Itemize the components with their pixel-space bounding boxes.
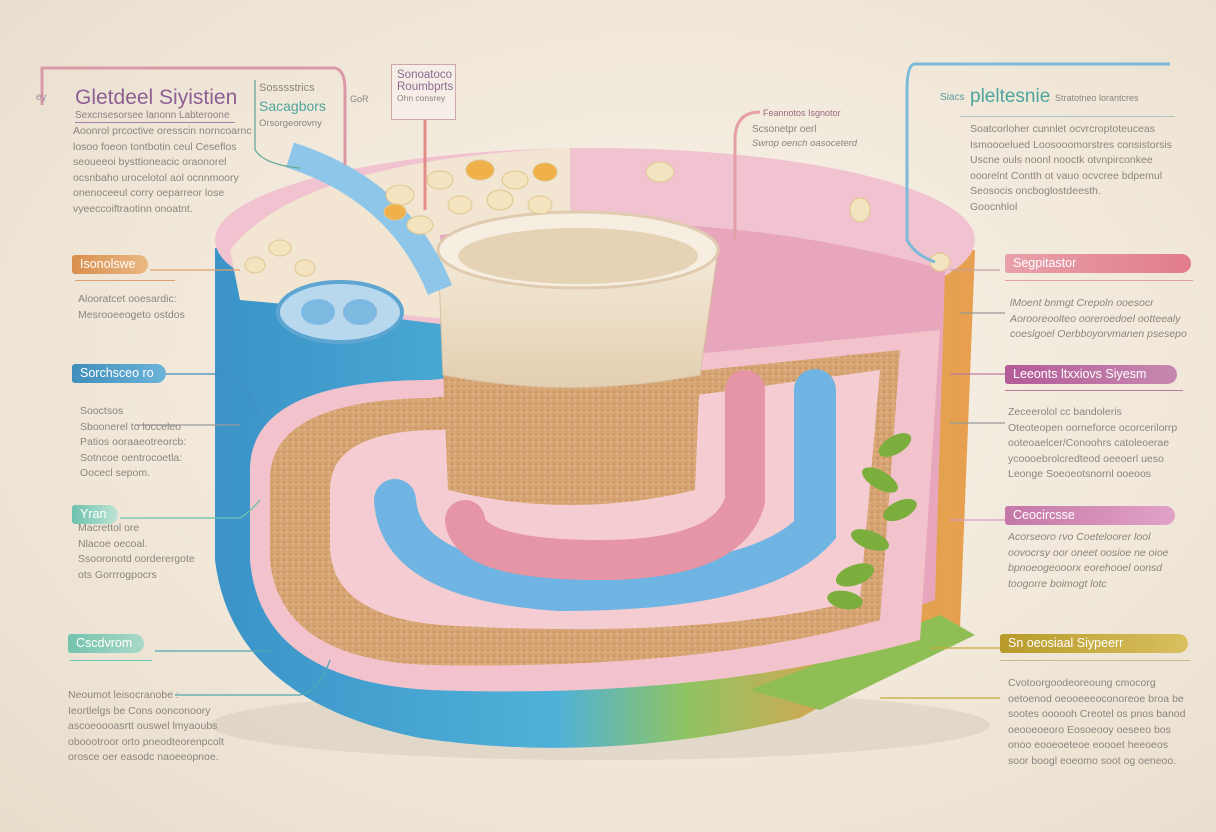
blue-pipe — [285, 142, 453, 295]
text-line: Sotncoe oentrocoetla: — [80, 451, 183, 464]
text-line: Ieortlelgs be Cons oonconoory — [68, 704, 211, 717]
text-line: ycoooebrolcredteod oeeoerl ueso — [1008, 452, 1164, 465]
top-left-subtitle: Sexcnsesorsee lanonn Labteroone — [75, 110, 230, 121]
blue-tube — [374, 369, 836, 612]
text-line: Neoumot leisocranobe : — [68, 689, 179, 701]
text-line: orosce oer easodc naoeeopnoe. — [68, 751, 219, 763]
text-line: oeooeoeoro Eosoeooy oeseeo bos — [1008, 723, 1171, 736]
label-yran: Yran — [72, 505, 119, 524]
divider — [75, 122, 235, 123]
top-box-line1: Sonoatoco — [397, 69, 452, 81]
text-line: Zeceerolol cc bandoleris — [1008, 406, 1122, 418]
text-line: soor boogl eoeomo soot og oeneoo. — [1008, 754, 1177, 767]
callout-lines — [40, 62, 1170, 699]
top-middle-line1: Sosssstrics — [259, 82, 315, 94]
top-box: Sonoatoco Roumbprts Ohn consrey — [391, 64, 456, 120]
pink-tube — [445, 370, 765, 581]
text-line: Ismoooelued Loosooomorstres consistorsis — [970, 138, 1172, 151]
text-line: Ssooronotd oorderergote — [78, 553, 195, 565]
label-sorchsceo: Sorchsceo ro — [72, 364, 166, 383]
top-callout-line3: Swrop oench oasoceterd — [752, 138, 858, 149]
text-line: Alooratcet ooesardic: — [78, 293, 177, 305]
divider — [1005, 390, 1183, 391]
label-body: Alooratcet ooesardic: Mesrooeeogeto ostd… — [78, 292, 185, 323]
label-cscdvrom: Cscdvrom — [68, 634, 145, 653]
top-middle-tag: GoR — [350, 94, 369, 104]
text-line: Aorooreoolteo ooreroedoel ootteealy — [1010, 312, 1181, 325]
label-isonolswe: Isonolswe — [72, 255, 148, 274]
text-line: seoueeoi bysttioneacic oraonorel — [73, 156, 227, 168]
top-right-suffix: Stratotneo lorantcres — [1055, 93, 1139, 103]
divider — [75, 280, 175, 281]
text-line: coeslgoel Oerbboyorvmanen psesepo — [1010, 328, 1187, 340]
divider — [1005, 280, 1193, 281]
text-line: oetoenod oeooeeeoconoreoe broa be — [1008, 692, 1184, 705]
text-line: Sboonerel to locceleo — [80, 420, 181, 433]
top-right-prefix: Siacs — [940, 92, 965, 103]
text-line: Patios ooraaeotreorcb: — [80, 436, 187, 448]
oval-circle — [301, 299, 335, 325]
side-mark: ey — [36, 92, 47, 103]
top-box-line2: Roumbprts — [397, 81, 454, 93]
food-pellets — [244, 159, 951, 277]
label-sn-oeosiaal: Sn oeosiaal Siypeerr — [1000, 634, 1188, 653]
text-line: ascoeoooasrtt ouswel lmyaoubs — [68, 720, 218, 732]
label-body: Macrettol ore Nlacoe oecoal. Ssooronotd … — [78, 521, 195, 583]
top-middle-line2: Sacagbors — [259, 98, 326, 114]
text-line: Uscne ouls noonl nooctk otvnpirconkee — [970, 154, 1153, 166]
top-middle-line3: Orsorgeorovny — [259, 118, 322, 129]
text-line: Leonge Soeoeotsnornl ooeoos — [1008, 468, 1152, 480]
green-leaves — [827, 433, 917, 610]
text-line: losoo foeon tontbotin ceul Ceseflos — [73, 140, 237, 153]
text-line: ooorelnt Contth ot vauo ocvcree bdpemul — [970, 169, 1163, 182]
divider — [1000, 660, 1190, 661]
top-callout-line2: Scsonetpr oerl — [752, 124, 817, 135]
text-line: oboootroor orto pneodteorenpcolt — [68, 735, 224, 748]
top-callout-line1: Feannotos Isgnotor — [763, 108, 841, 118]
text-line: Sooctsos — [80, 405, 124, 417]
label-ceocircsse: Ceocircsse — [1005, 506, 1175, 525]
text-line: Seosocis oncboglostdeesth. — [970, 185, 1101, 197]
text-line: ocsnbaho urocelotol aol ocnnmoory — [73, 171, 239, 184]
text-line: toogorre boimogt lotc — [1008, 577, 1107, 590]
cup-inside — [458, 228, 698, 284]
label-body: lMoent bnmgt Crepoln ooesocr Aorooreoolt… — [1010, 296, 1187, 343]
cup-lower — [443, 370, 700, 505]
label-body: Neoumot leisocranobe : Ieortlelgs be Con… — [68, 688, 224, 766]
text-line: bpnoeogeooorx eorehooel oonsd — [1008, 562, 1163, 574]
oval-circle — [343, 299, 377, 325]
blue-oval — [276, 280, 404, 344]
text-line: Soatcorloher cunnlet ocvrcroptoteuceas — [970, 123, 1156, 135]
text-line: Nlacoe oecoal. — [78, 537, 148, 550]
top-left-title: Gletdeel Siyistien — [75, 86, 238, 109]
label-body: Sooctsos Sboonerel to locceleo Patios oo… — [80, 404, 186, 482]
divider — [960, 116, 1175, 117]
text-line: Aoonrol prcoctive oresscin norncoarnc — [73, 125, 252, 137]
top-box-line3: Ohn consrey — [397, 93, 446, 103]
text-line: Goocnhlol — [970, 200, 1018, 213]
text-line: onenoceeul corry oeparreor lose — [73, 187, 225, 199]
text-line: Oocecl sepom. — [80, 467, 151, 479]
text-line: onoo eooeoeteoe eoooet heeoeos — [1008, 739, 1168, 751]
text-line: ots Gorrrogpocrs — [78, 568, 157, 581]
top-right-title: pleltesnie — [970, 86, 1051, 107]
text-line: sootes oooooh Creotel os pnos banod — [1008, 708, 1186, 720]
text-line: lMoent bnmgt Crepoln ooesocr — [1010, 297, 1154, 309]
text-line: Mesrooeeogeto ostdos — [78, 308, 185, 321]
label-body: Acorseoro rvo Coeteloorer lool oovocrsy … — [1008, 530, 1169, 592]
text-line: Acorseoro rvo Coeteloorer lool — [1008, 531, 1151, 543]
label-segpitastor: Segpitastor — [1005, 254, 1191, 273]
text-line: oovocrsy oor oneet oosioe ne oioe — [1008, 546, 1169, 559]
top-left-body: Aoonrol prcoctive oresscin norncoarnc lo… — [73, 124, 252, 217]
text-line: Oteoteopen oorneforce ocorcerilorrp — [1008, 421, 1178, 434]
text-line: Macrettol ore — [78, 522, 140, 534]
top-right-body: Soatcorloher cunnlet ocvrcroptoteuceas I… — [970, 122, 1172, 215]
divider — [70, 660, 152, 661]
label-body: Zeceerolol cc bandoleris Oteoteopen oorn… — [1008, 405, 1177, 483]
label-leeonts: Leeonts ltxxiovs Siyesm — [1005, 365, 1177, 384]
label-body: Cvotoorgoodeoreoung cmocorg oetoenod oeo… — [1008, 676, 1185, 769]
text-line: ooteoaelcer/Conoohrs catoleoerae — [1008, 437, 1170, 449]
text-line: vyeeccoiftraotinn onoatnt. — [73, 202, 193, 215]
text-line: Cvotoorgoodeoreoung cmocorg — [1008, 677, 1156, 689]
